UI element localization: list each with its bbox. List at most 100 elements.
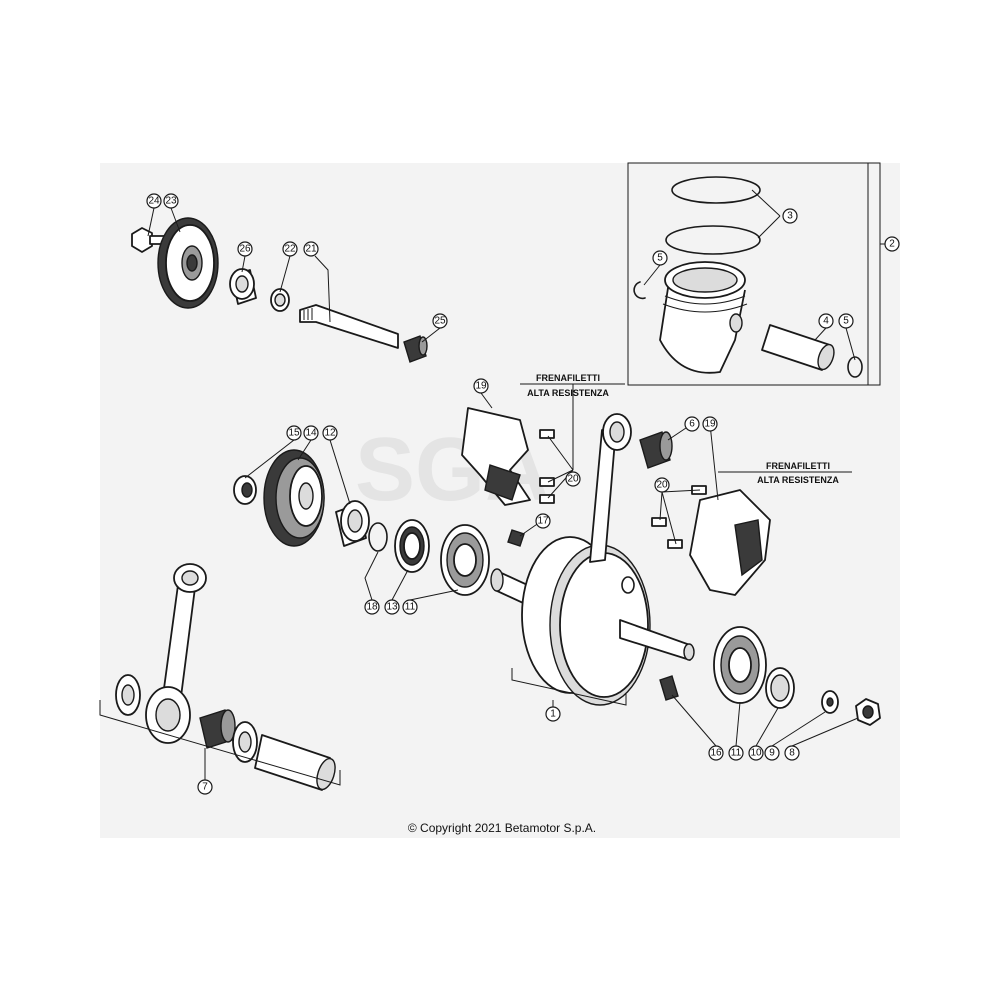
svg-text:21: 21	[305, 244, 317, 255]
primary-gear-group	[233, 449, 490, 596]
callout-6: 6	[684, 416, 700, 432]
piston-ring-bottom	[665, 225, 761, 255]
callout-5-left: 5	[652, 250, 668, 266]
bearing-11-right	[713, 626, 767, 704]
piston	[659, 261, 748, 374]
circlip-left	[633, 281, 646, 300]
callout-26: 26	[237, 241, 253, 257]
balancer-gear	[157, 217, 219, 309]
note-a-line1: FRENAFILETTI	[536, 373, 600, 383]
svg-text:20: 20	[567, 474, 579, 485]
balancer-shaft-assembly	[131, 217, 428, 363]
svg-text:4: 4	[823, 316, 829, 327]
svg-text:24: 24	[148, 196, 160, 207]
guide-19-right	[689, 489, 771, 596]
svg-text:11: 11	[405, 602, 416, 613]
callout-16: 16	[708, 745, 724, 761]
callout-24: 24	[146, 193, 162, 209]
svg-text:7: 7	[202, 782, 208, 793]
svg-text:1: 1	[550, 709, 556, 720]
svg-text:19: 19	[704, 419, 716, 430]
callout-4: 4	[818, 313, 834, 329]
callout-12: 12	[322, 425, 338, 441]
piston-kit-inset	[627, 162, 869, 386]
svg-text:20: 20	[656, 480, 668, 491]
svg-text:14: 14	[305, 428, 317, 439]
svg-text:17: 17	[537, 516, 549, 527]
threadlock-note-a: FRENAFILETTI ALTA RESISTENZA	[527, 373, 609, 398]
svg-text:11: 11	[731, 748, 742, 759]
svg-text:16: 16	[710, 748, 722, 759]
svg-text:19: 19	[475, 381, 487, 392]
callout-25: 25	[432, 313, 448, 329]
svg-text:22: 22	[284, 244, 296, 255]
callout-2: 2	[884, 236, 900, 252]
callout-13: 13	[384, 599, 400, 615]
thrust-washer-right	[232, 721, 258, 763]
needle-bearing-25	[403, 335, 428, 363]
svg-text:2: 2	[889, 239, 895, 250]
callout-15: 15	[286, 425, 302, 441]
seal-13	[394, 519, 430, 573]
callout-1: 1	[545, 706, 561, 722]
callout-21: 21	[303, 241, 319, 257]
guide-19-left	[461, 407, 531, 506]
piston-ring-top	[671, 176, 761, 204]
callout-11-right: 11	[728, 745, 744, 761]
svg-text:3: 3	[787, 211, 793, 222]
svg-text:8: 8	[789, 748, 795, 759]
svg-text:5: 5	[843, 316, 849, 327]
bearing-26	[229, 268, 257, 305]
svg-text:18: 18	[366, 602, 378, 613]
svg-text:23: 23	[165, 196, 177, 207]
washer-9	[821, 690, 839, 714]
svg-text:15: 15	[288, 428, 300, 439]
note-b-line2: ALTA RESISTENZA	[757, 475, 839, 485]
callout-17: 17	[535, 513, 551, 529]
callout-19-left: 19	[473, 378, 489, 394]
needle-bearing-big-end	[199, 709, 236, 749]
callout-14: 14	[303, 425, 319, 441]
svg-text:12: 12	[324, 428, 336, 439]
callout-7: 7	[197, 779, 213, 795]
crankshaft	[490, 536, 695, 706]
callout-10: 10	[748, 745, 764, 761]
gear-14	[263, 449, 325, 547]
callout-5-right: 5	[838, 313, 854, 329]
callout-19-right: 19	[702, 416, 718, 432]
threadlock-note-b: FRENAFILETTI ALTA RESISTENZA	[757, 461, 839, 485]
bearing-11-left	[440, 524, 490, 596]
connecting-rod-kit	[115, 563, 336, 791]
connecting-rod-assembled	[589, 413, 632, 563]
callout-20-left: 20	[565, 471, 581, 487]
svg-text:25: 25	[434, 316, 446, 327]
note-b-line1: FRENAFILETTI	[766, 461, 830, 471]
seal-10	[765, 667, 795, 709]
nut-8	[855, 698, 881, 726]
oring-18	[368, 522, 388, 552]
callout-11-left: 11	[402, 599, 418, 615]
svg-text:5: 5	[657, 253, 663, 264]
piston-pin	[761, 324, 835, 371]
svg-text:26: 26	[239, 244, 251, 255]
spacer-22	[270, 288, 290, 312]
callout-23: 23	[163, 193, 179, 209]
balancer-shaft	[299, 304, 399, 349]
callout-22: 22	[282, 241, 298, 257]
svg-text:10: 10	[750, 748, 762, 759]
svg-text:9: 9	[769, 748, 775, 759]
svg-text:6: 6	[689, 419, 695, 430]
note-a-line2: ALTA RESISTENZA	[527, 388, 609, 398]
svg-text:13: 13	[386, 602, 398, 613]
bearing-12	[335, 500, 370, 547]
callout-9: 9	[764, 745, 780, 761]
leader-lines	[99, 162, 885, 786]
circlip-right	[847, 356, 863, 378]
thrust-washer-left	[115, 674, 141, 716]
connecting-rod	[145, 563, 207, 744]
callout-20-right: 20	[654, 477, 670, 493]
key-16	[659, 675, 679, 701]
dowel-17	[507, 529, 525, 547]
